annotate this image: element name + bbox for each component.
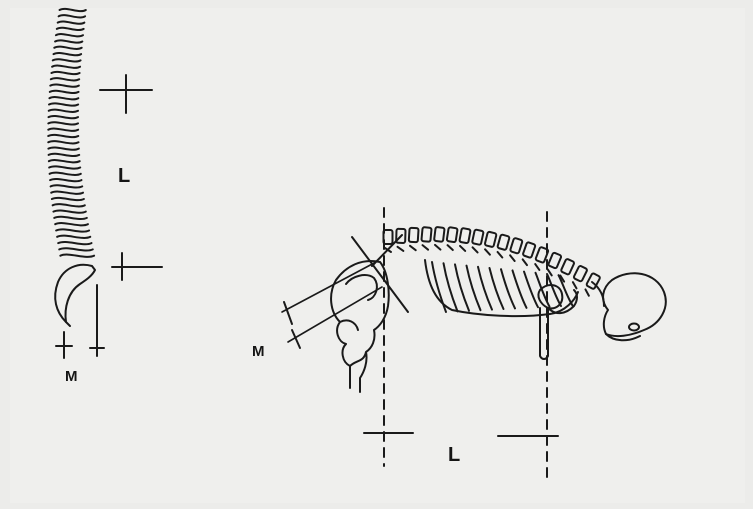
right-margin-label: M <box>252 343 265 360</box>
paper-inner-tone <box>10 8 745 503</box>
right-length-label: L <box>448 444 460 466</box>
left-length-label: L <box>118 165 130 187</box>
left-margin-label: M <box>65 368 78 385</box>
